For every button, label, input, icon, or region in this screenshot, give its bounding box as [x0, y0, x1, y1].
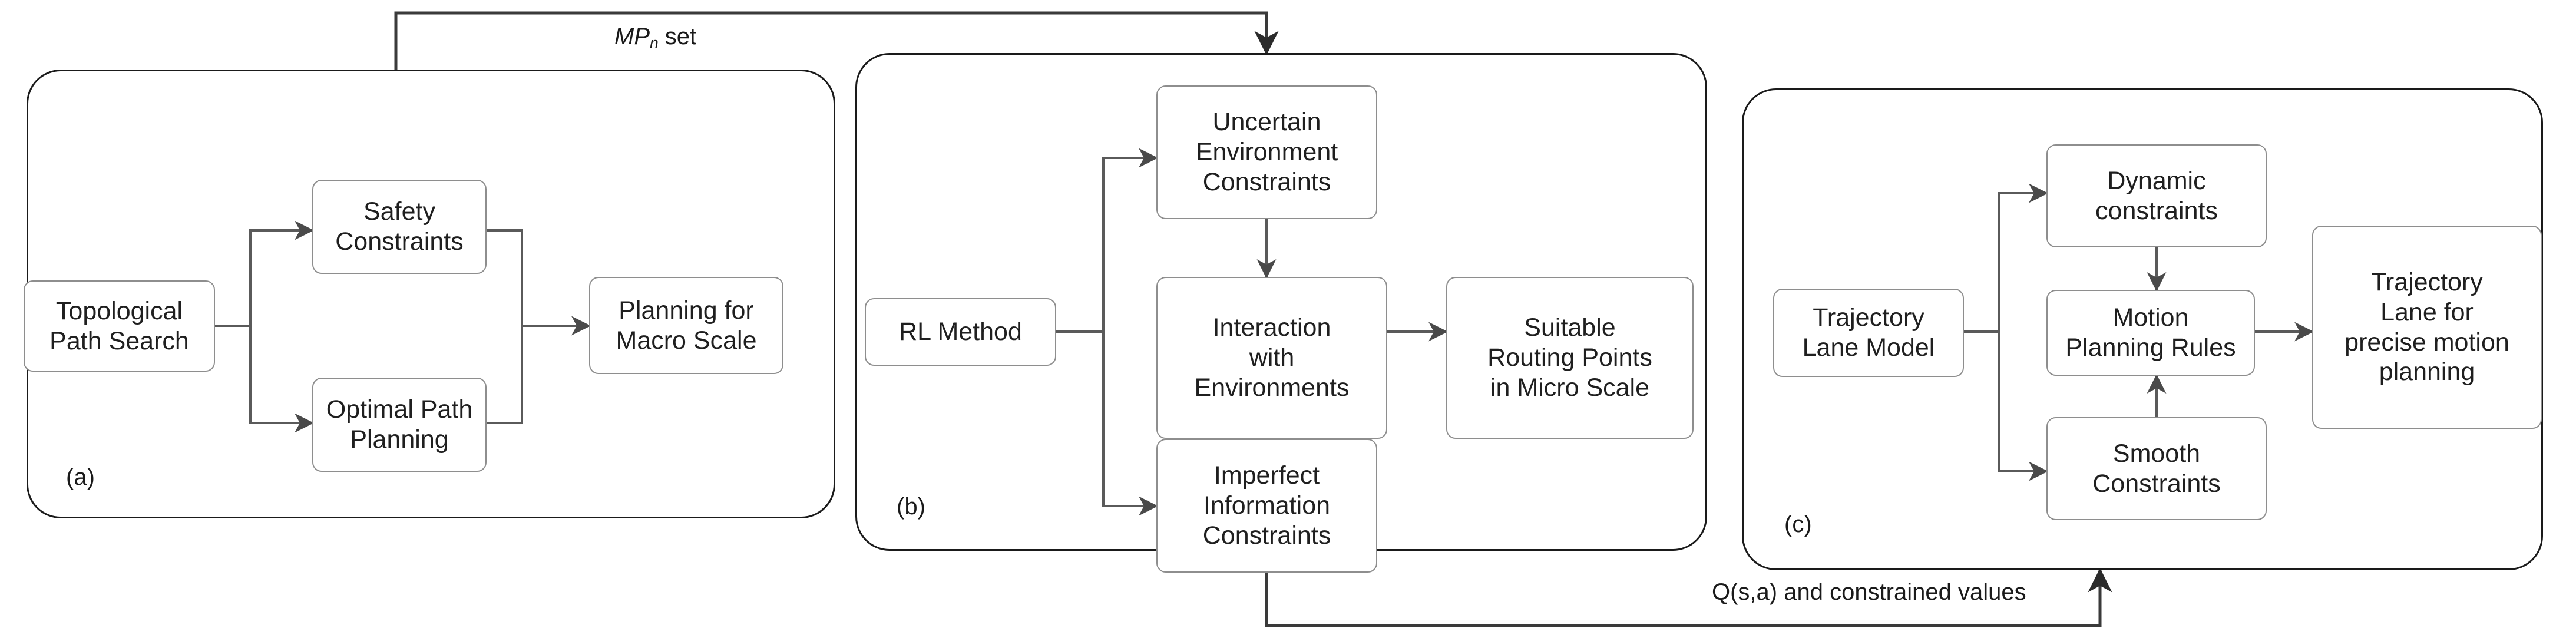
mpn-main: MP — [614, 24, 650, 49]
edge-label-mpn-set: MPn set — [614, 24, 697, 51]
node-rl-method[interactable]: RL Method — [865, 298, 1056, 366]
panel-b-tag: (b) — [897, 494, 925, 520]
mpn-suffix: set — [658, 24, 697, 49]
panel-c-tag: (c) — [1784, 511, 1812, 537]
mpn-subscript: n — [650, 34, 659, 52]
edge-label-q-feedback: Q(s,a) and constrained values — [1712, 579, 2026, 605]
panel-a-tag: (a) — [66, 464, 95, 490]
node-label: RL Method — [899, 318, 1022, 346]
panel-c — [1742, 88, 2543, 570]
